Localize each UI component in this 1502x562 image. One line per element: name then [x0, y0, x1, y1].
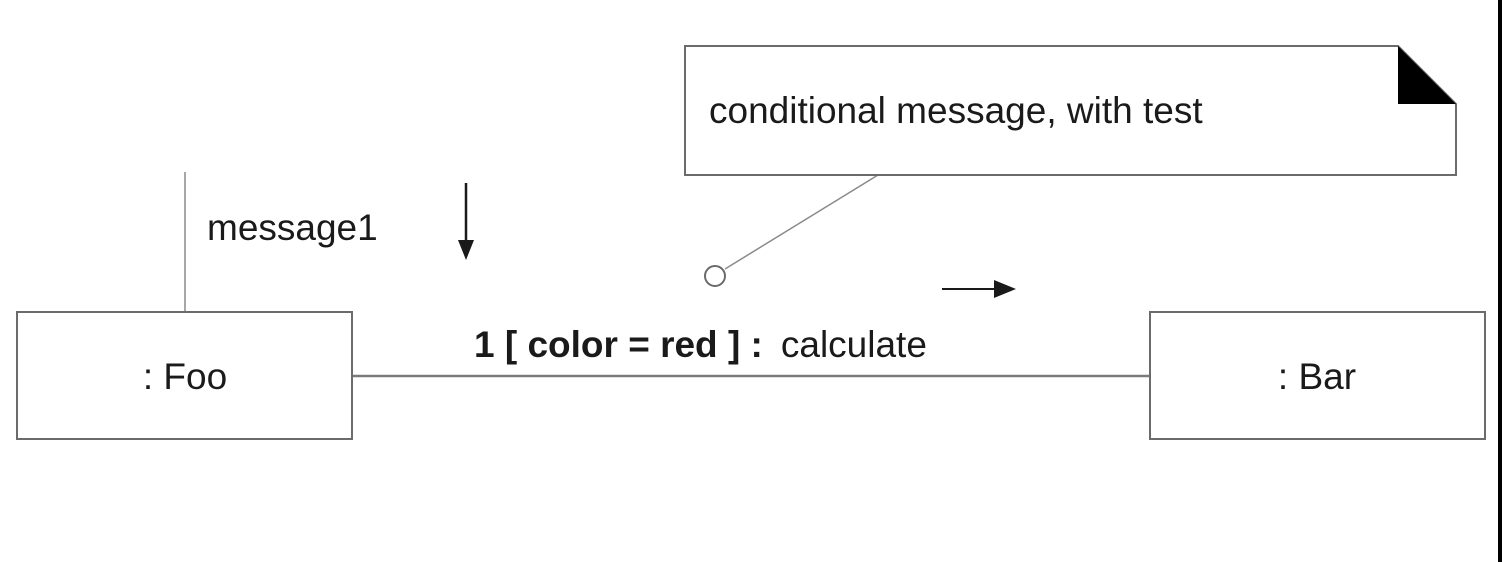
- note-fold-corner: [1398, 46, 1456, 104]
- bar-object[interactable]: : Bar: [1149, 311, 1486, 440]
- note-text: conditional message, with test: [709, 90, 1203, 131]
- link-message: 1 [ color = red ] : calculate: [474, 324, 927, 365]
- message1-label: message1: [207, 207, 378, 248]
- note-anchor-circle: [704, 265, 726, 287]
- down-arrow-icon: [458, 183, 474, 260]
- note-connector-line: [724, 174, 879, 270]
- right-arrow-icon: [942, 280, 1016, 298]
- bar-object-label: : Bar: [1278, 356, 1356, 397]
- foo-object[interactable]: : Foo: [16, 311, 353, 440]
- link-message-guard: 1 [ color = red ] :: [474, 324, 763, 365]
- foo-object-label: : Foo: [143, 356, 227, 397]
- link-message-operation: calculate: [781, 324, 927, 365]
- note-box[interactable]: conditional message, with test: [684, 45, 1457, 176]
